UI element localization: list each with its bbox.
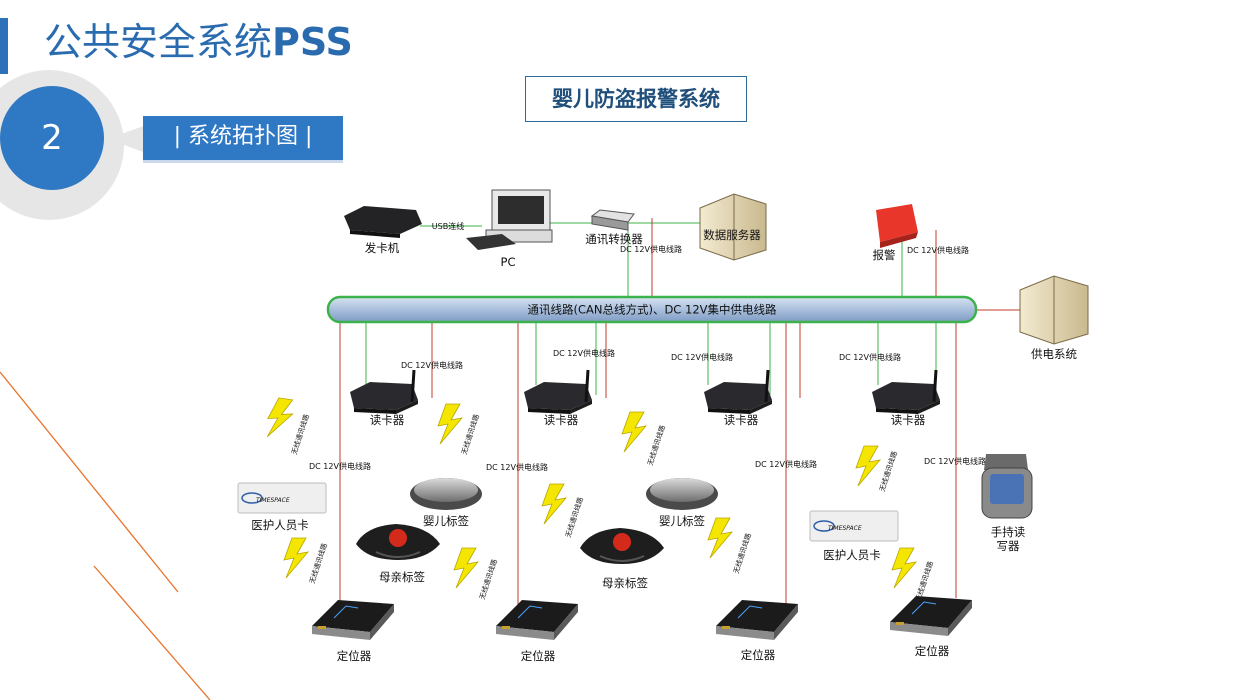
card-issuer-label: 发卡机 <box>365 241 400 255</box>
page-title: 公共安全系统PSS <box>44 16 353 68</box>
card-issuer <box>344 206 422 238</box>
bus-line: 通讯线路(CAN总线方式)、DC 12V集中供电线路 <box>326 295 978 324</box>
red-power-lines <box>339 218 1020 610</box>
alarm-label: 报警 <box>873 248 896 262</box>
dc-label-locator-2: DC 12V供电线路 <box>486 462 548 472</box>
card-reader-2 <box>522 368 594 416</box>
page-title-text: 公共安全系统 <box>44 20 273 64</box>
step-pointer <box>108 125 146 153</box>
locator-4 <box>889 595 973 637</box>
power-system-icon <box>1019 275 1089 345</box>
comm-converter-icon <box>590 209 635 231</box>
locator-2-label: 定位器 <box>521 649 556 663</box>
dc-label-locator-4: DC 12V供电线路 <box>924 456 986 466</box>
card-reader-3 <box>702 368 774 416</box>
dc-label-top: DC 12V供电线路 <box>620 244 682 254</box>
baby-tag-1 <box>410 478 482 510</box>
section-label: | 系统拓扑图 | <box>143 116 343 163</box>
dc-label-locator-1: DC 12V供电线路 <box>309 461 371 471</box>
wireless-label-8: 无线通讯线路 <box>731 532 753 575</box>
bus-label: 通讯线路(CAN总线方式)、DC 12V集中供电线路 <box>527 303 777 317</box>
baby-tag-1-label: 婴儿标签 <box>423 514 469 528</box>
wireless-label-4: 无线通讯线路 <box>877 450 899 493</box>
system-title: 婴儿防盗报警系统 <box>525 76 747 122</box>
locator-1-label: 定位器 <box>337 649 372 663</box>
card-reader-1-label: 读卡器 <box>370 413 405 427</box>
data-server-label: 数据服务器 <box>703 228 761 242</box>
wireless-label-7: 无线通讯线路 <box>477 558 499 601</box>
medical-card-2-label: 医护人员卡 <box>823 548 881 562</box>
handheld-reader-icon <box>981 454 1033 519</box>
dc-label-alarm: DC 12V供电线路 <box>907 245 969 255</box>
card-reader-1 <box>348 368 420 416</box>
pc-label: PC <box>501 255 516 269</box>
card-reader-4 <box>870 368 942 416</box>
dc-label-locator-3: DC 12V供电线路 <box>755 459 817 469</box>
dc-label-reader-1: DC 12V供电线路 <box>401 360 463 370</box>
locator-1 <box>311 599 395 641</box>
comm-converter-label: 通讯转换器 <box>585 232 643 246</box>
wireless-label-5: 无线通讯线路 <box>563 496 585 539</box>
wireless-label-3: 无线通讯线路 <box>645 424 667 467</box>
page-title-suffix: PSS <box>272 20 353 64</box>
data-server-icon <box>699 193 767 261</box>
card-brand-2: TIMESPACE <box>828 525 862 532</box>
locator-3-label: 定位器 <box>741 648 776 662</box>
card-brand-1: TIMESPACE <box>256 497 290 504</box>
pc-icon <box>466 189 553 250</box>
medical-card-1-label: 医护人员卡 <box>251 518 309 532</box>
title-accent-bar <box>0 18 8 74</box>
power-system-label: 供电系统 <box>1031 347 1077 361</box>
dc-label-reader-4: DC 12V供电线路 <box>839 352 901 362</box>
usb-label: USB连线 <box>432 221 464 231</box>
mother-tag-1-label: 母亲标签 <box>379 570 425 584</box>
locator-4-label: 定位器 <box>915 644 950 658</box>
wireless-bolts <box>264 396 917 589</box>
dc-label-reader-3: DC 12V供电线路 <box>671 352 733 362</box>
card-reader-4-label: 读卡器 <box>891 413 926 427</box>
mother-tag-1 <box>355 523 441 561</box>
wireless-label-2: 无线通讯线路 <box>459 413 481 456</box>
card-reader-2-label: 读卡器 <box>544 413 579 427</box>
alarm-icon <box>876 204 918 248</box>
baby-tag-2 <box>646 478 718 510</box>
step-number-badge: 2 <box>0 86 104 190</box>
dc-label-reader-2: DC 12V供电线路 <box>553 348 615 358</box>
card-reader-3-label: 读卡器 <box>724 413 759 427</box>
mother-tag-2 <box>579 527 665 565</box>
locator-3 <box>715 599 799 641</box>
locator-2 <box>495 599 579 641</box>
baby-tag-2-label: 婴儿标签 <box>659 514 705 528</box>
handheld-label-1: 手持读 <box>991 525 1026 539</box>
wireless-label-6: 无线通讯线路 <box>307 542 329 585</box>
handheld-label-2: 写器 <box>997 539 1020 553</box>
wireless-label-1: 无线通讯线路 <box>289 413 311 456</box>
mother-tag-2-label: 母亲标签 <box>602 576 648 590</box>
